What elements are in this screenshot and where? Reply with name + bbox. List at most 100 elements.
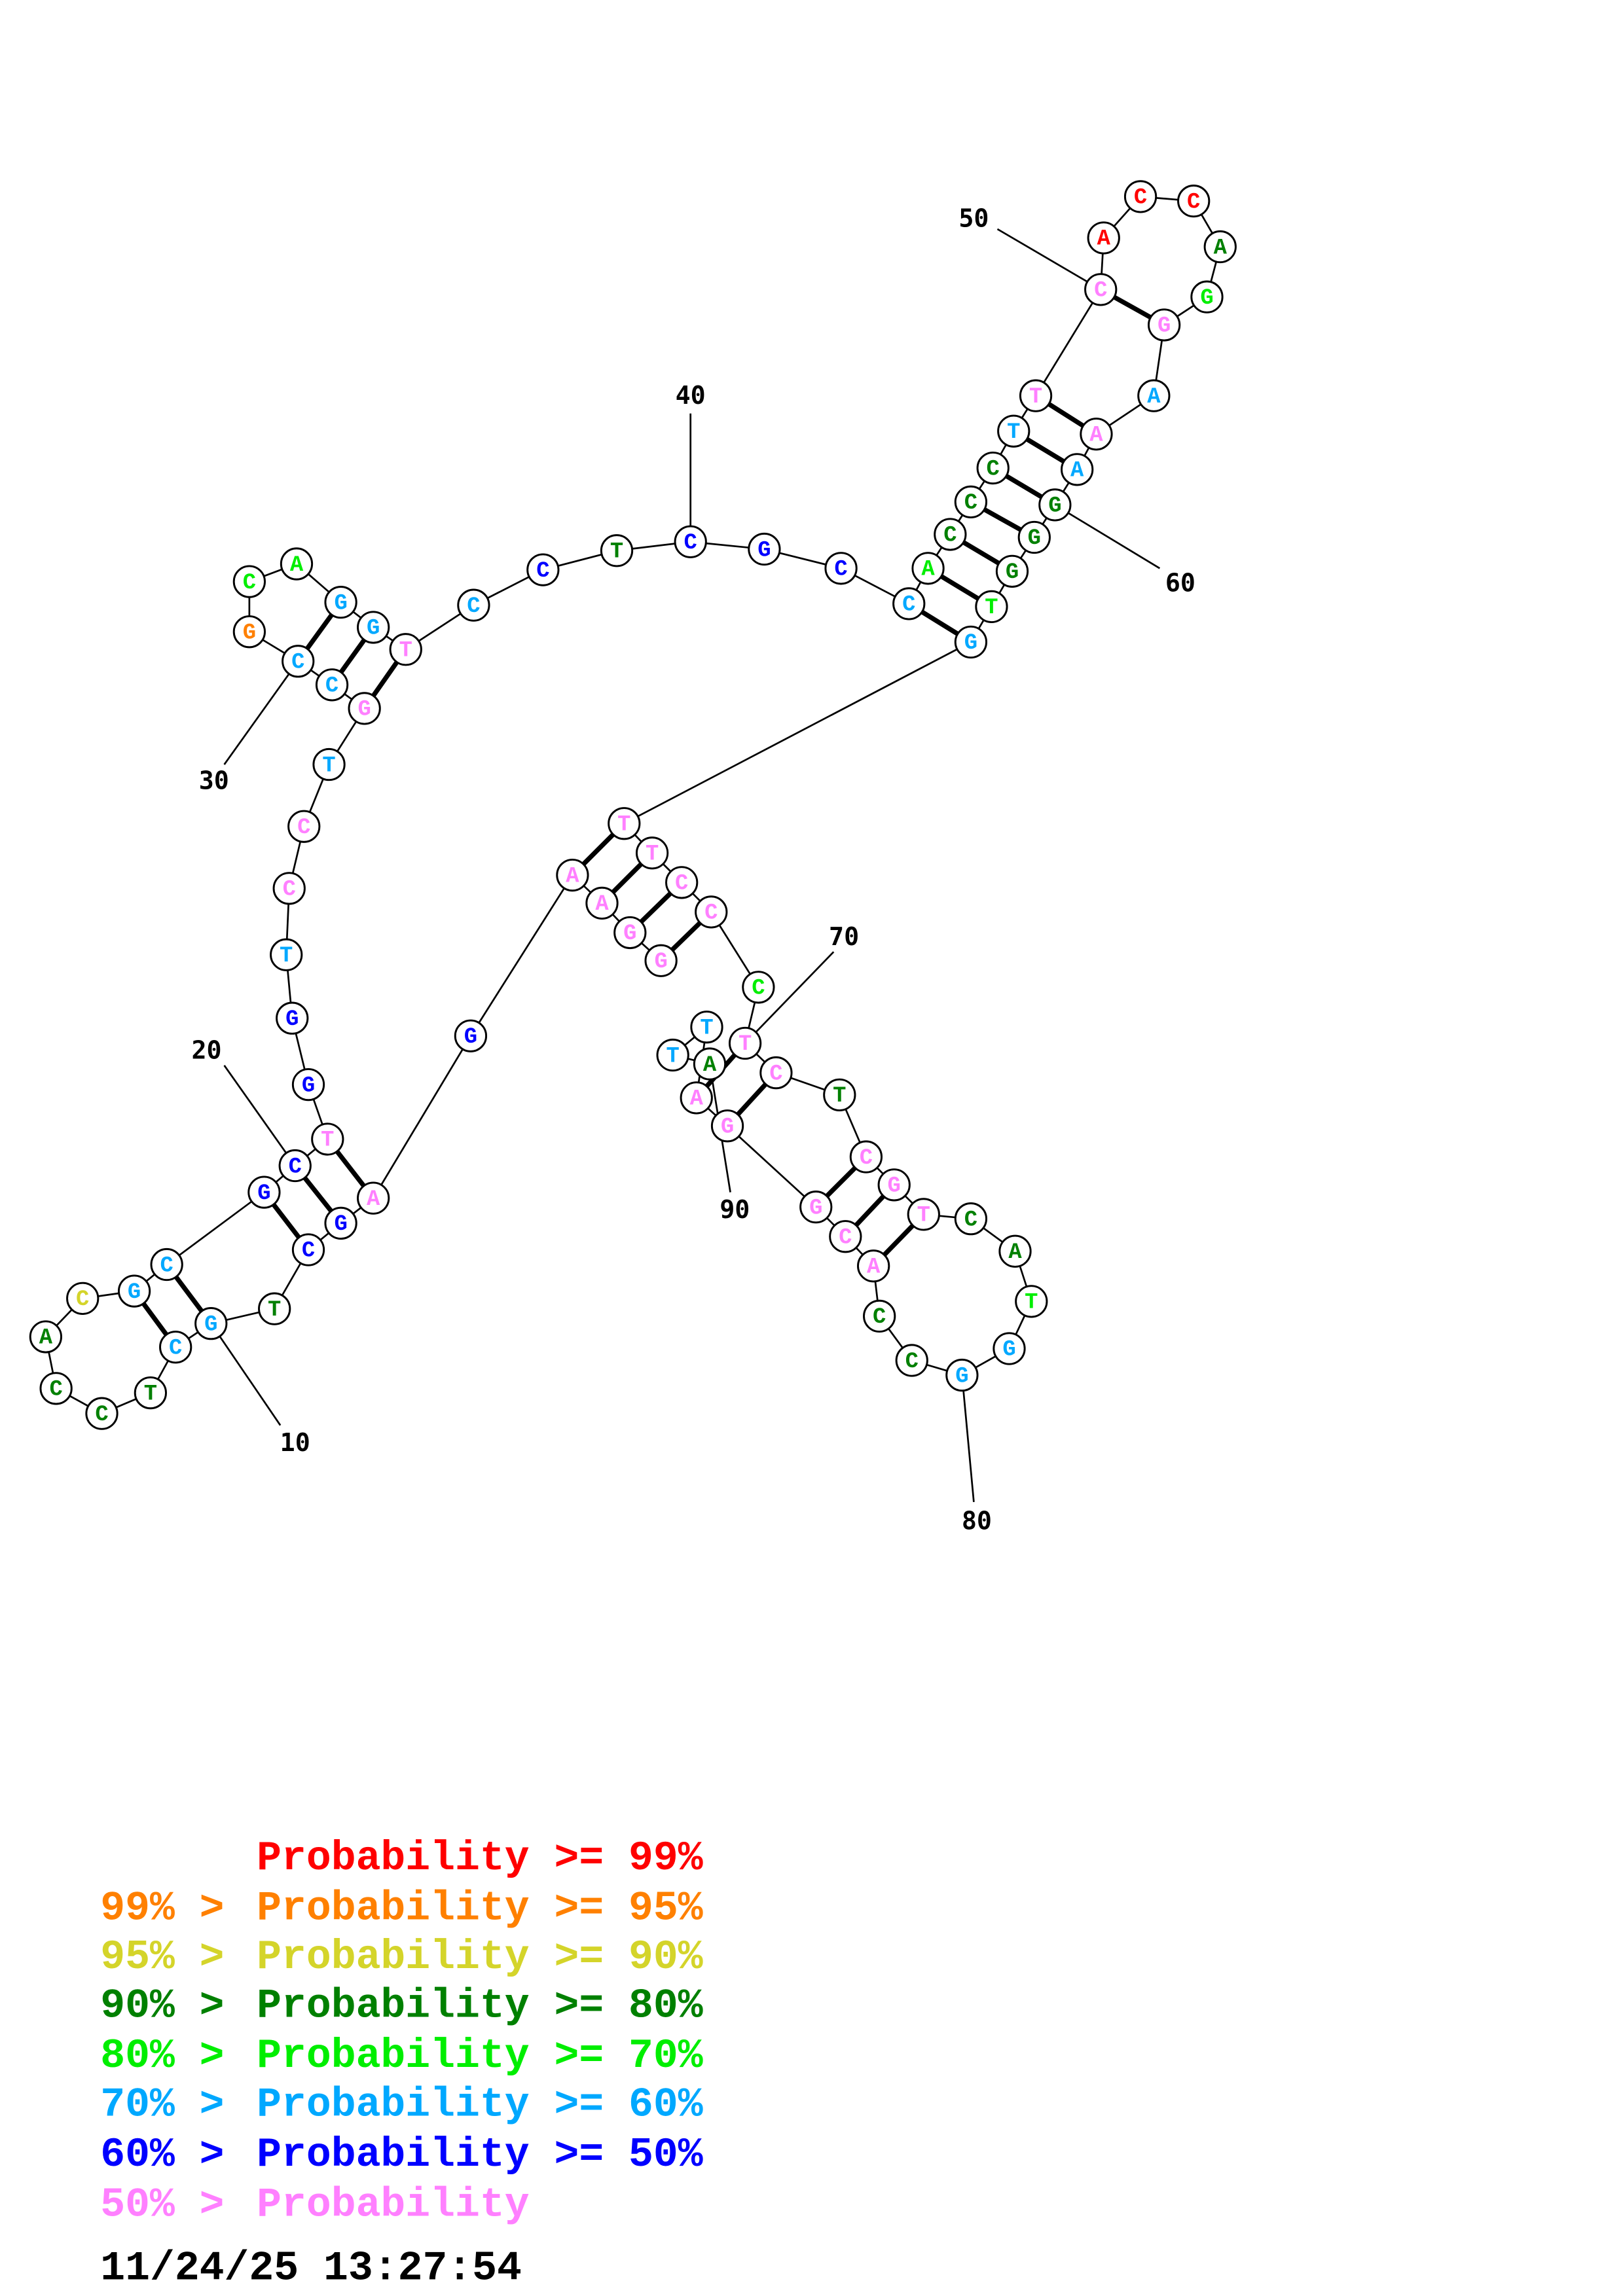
nucleotide-letter: C: [291, 651, 304, 675]
nucleotide-85: G: [799, 1191, 833, 1224]
legend-entry: 60% > Probability >= 50%: [100, 2131, 703, 2178]
nucleotide-letter: A: [595, 892, 609, 917]
nucleotide-letter: T: [617, 812, 630, 837]
nucleotide-67: C: [665, 866, 699, 899]
nucleotide-letter: A: [1214, 236, 1228, 260]
nucleotide-circle: [39, 1372, 73, 1405]
nucleotide-circle: [66, 1282, 100, 1315]
nucleotide-60: G: [1038, 488, 1072, 522]
nucleotide-68: C: [695, 895, 728, 929]
legend-entry: 80% > Probability >= 70%: [100, 2032, 703, 2079]
nucleotide-letter: T: [1007, 420, 1020, 445]
nucleotide-letter: C: [160, 1253, 173, 1278]
nucleotide-circle: [976, 451, 1010, 485]
nucleotide-20: C: [278, 1149, 312, 1183]
nucleotide-8: C: [291, 1233, 325, 1266]
nucleotide-circle: [1084, 273, 1118, 306]
nucleotide-circle: [1015, 1285, 1048, 1318]
nucleotide-82: C: [863, 1299, 896, 1333]
nucleotide-circle: [656, 1038, 689, 1072]
nucleotide-84: C: [829, 1220, 862, 1253]
position-label: 80: [962, 1507, 992, 1536]
nucleotide-letter: T: [268, 1298, 281, 1323]
nucleotide-27: T: [312, 747, 346, 781]
nucleotide-53: C: [1177, 185, 1211, 218]
nucleotide-circle: [748, 532, 781, 566]
backbone-segment: [373, 1035, 472, 1199]
nucleotide-letter: T: [646, 842, 659, 867]
nucleotide-32: C: [232, 565, 266, 598]
nucleotide-circle: [613, 916, 647, 950]
probability-legend: Probability >= 99%99% > Probability >= 9…: [100, 1835, 703, 2229]
nucleotide-5: G: [454, 1019, 488, 1052]
nucleotide-76: C: [954, 1202, 988, 1236]
nucleotide-circle: [324, 586, 357, 619]
nucleotide-circle: [272, 872, 306, 905]
nucleotide-letter: C: [1134, 186, 1147, 211]
nucleotide-6: A: [357, 1181, 390, 1215]
nucleotide-circle: [348, 692, 381, 725]
nucleotide-letter: G: [357, 698, 371, 723]
nucleotide-circle: [278, 1149, 312, 1183]
nucleotide-circle: [1087, 221, 1120, 255]
nucleotide-circle: [1123, 180, 1158, 213]
nucleotide-13: C: [85, 1397, 119, 1430]
legend-label: Probability >= 50%: [257, 2131, 703, 2178]
nucleotide-letter: C: [467, 594, 480, 619]
nucleotide-43: C: [892, 587, 926, 620]
nucleotide-circle: [975, 590, 1008, 624]
nucleotide-circle: [282, 645, 315, 678]
nucleotide-letter: C: [49, 1378, 62, 1403]
nucleotide-letter: G: [464, 1025, 477, 1050]
nucleotide-circle: [311, 1122, 344, 1156]
nucleotide-letter: A: [1070, 459, 1084, 484]
nucleotide-circle: [911, 552, 945, 585]
nucleotide-letter: G: [334, 1212, 347, 1237]
nucleotide-circle: [585, 886, 619, 920]
nucleotide-circle: [1177, 185, 1211, 218]
nucleotide-40: C: [674, 525, 707, 558]
backbone-lines: [45, 196, 1222, 1414]
nucleotide-letter: G: [1048, 494, 1061, 519]
position-label: 40: [676, 381, 706, 410]
nucleotide-90: A: [693, 1047, 727, 1081]
nucleotide-37: C: [457, 588, 490, 622]
nucleotide-circle: [665, 866, 699, 899]
nucleotide-31: G: [232, 615, 266, 649]
nucleotide-circle: [389, 633, 422, 666]
nucleotide-71: C: [759, 1056, 793, 1090]
nucleotide-letter: T: [280, 944, 293, 969]
legend-prefix: 99% >: [100, 1885, 249, 1932]
nucleotide-69: C: [742, 971, 775, 1004]
backbone-segment: [469, 874, 574, 1037]
legend-label: Probability: [257, 2181, 529, 2229]
nucleotide-1: G: [644, 944, 678, 977]
nucleotide-letter: G: [285, 1007, 299, 1032]
nucleotide-letter: C: [1187, 190, 1200, 215]
nucleotide-letter: A: [921, 558, 935, 583]
nucleotide-3: A: [585, 886, 619, 920]
nucleotide-54: A: [1203, 230, 1237, 264]
nucleotide-55: G: [1190, 280, 1224, 314]
nucleotide-circle: [993, 1332, 1026, 1365]
legend-label: Probability >= 90%: [257, 1933, 703, 1981]
nucleotide-circle: [799, 1191, 833, 1224]
nucleotide-72: T: [823, 1078, 856, 1111]
nucleotide-51: A: [1087, 221, 1120, 255]
legend-label: Probability >= 99%: [257, 1835, 703, 1882]
position-label: 50: [958, 204, 989, 234]
nucleotide-circle: [247, 1175, 281, 1209]
nucleotide-circle: [1147, 308, 1181, 342]
nucleotide-letter: A: [703, 1053, 717, 1078]
nucleotide-circle: [287, 810, 321, 843]
nucleotide-circle: [312, 747, 346, 781]
nucleotide-circle: [1203, 230, 1237, 264]
nucleotide-44: A: [911, 552, 945, 585]
nucleotide-circle: [998, 1234, 1032, 1268]
nucleotide-circle: [117, 1274, 151, 1308]
nucleotide-10: G: [194, 1307, 228, 1340]
legend-label: Probability >= 70%: [257, 2032, 703, 2079]
nucleotide-letter: G: [809, 1196, 822, 1221]
nucleotide-circle: [863, 1299, 896, 1333]
nucleotide-circle: [824, 552, 858, 585]
